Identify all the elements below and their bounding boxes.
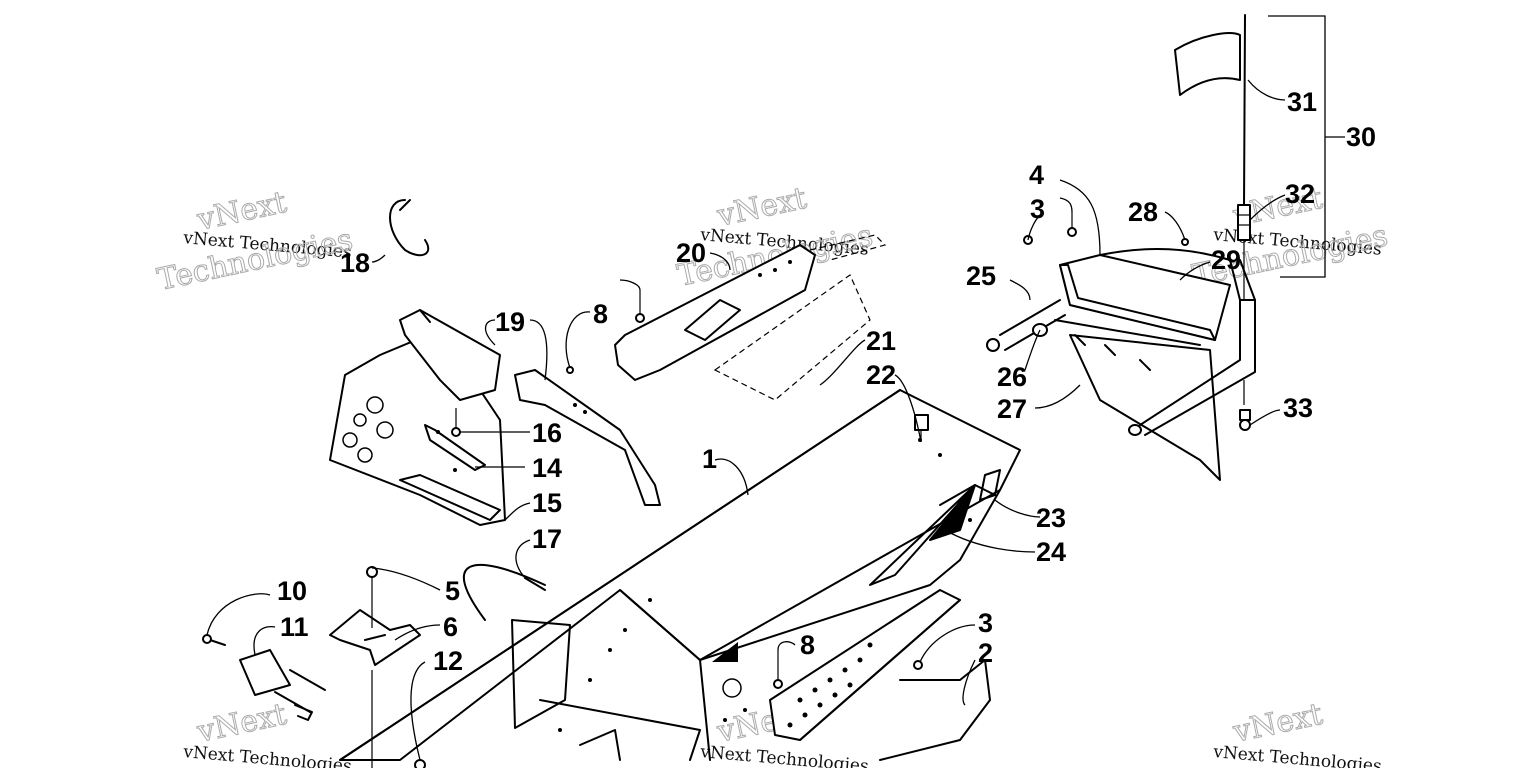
front-bracket-assembly bbox=[329, 309, 506, 526]
steering-post-bracket bbox=[514, 369, 661, 506]
fastener-part-8-upper bbox=[566, 290, 645, 374]
callout-labels: 1 2 3 3 4 5 6 8 8 10 11 12 14 15 16 17 1… bbox=[277, 87, 1376, 676]
callout-8-upper: 8 bbox=[593, 299, 608, 329]
callout-33: 33 bbox=[1283, 393, 1313, 423]
callout-14: 14 bbox=[532, 453, 562, 483]
headlight-part-11 bbox=[202, 634, 326, 721]
callout-1: 1 bbox=[702, 444, 717, 474]
safety-flag-assembly bbox=[1174, 14, 1251, 431]
callout-20: 20 bbox=[676, 238, 706, 268]
callout-8-lower: 8 bbox=[800, 630, 815, 660]
callout-12: 12 bbox=[433, 646, 463, 676]
callout-32: 32 bbox=[1285, 179, 1315, 209]
callout-3-upper: 3 bbox=[1030, 194, 1045, 224]
rear-flap-assembly bbox=[986, 247, 1256, 481]
callout-17: 17 bbox=[532, 524, 562, 554]
watermark-left-top: vNext vNext Technologies Technologies bbox=[154, 184, 356, 298]
leader-lines bbox=[206, 15, 1345, 761]
fastener-part-8-lower bbox=[773, 650, 783, 689]
panel-bracket-part-20 bbox=[614, 234, 887, 401]
callout-26: 26 bbox=[997, 362, 1027, 392]
callout-19: 19 bbox=[495, 307, 525, 337]
fastener-part-3-lower bbox=[913, 660, 923, 670]
callout-23: 23 bbox=[1036, 503, 1066, 533]
callout-22: 22 bbox=[866, 360, 896, 390]
svg-text:vNext Technologies: vNext Technologies bbox=[699, 742, 870, 768]
callout-27: 27 bbox=[997, 394, 1027, 424]
cable-part-17 bbox=[463, 563, 546, 621]
tunnel-part-1 bbox=[339, 389, 1021, 761]
callout-30: 30 bbox=[1346, 122, 1376, 152]
svg-text:vNext: vNext bbox=[713, 181, 809, 234]
clamp-part-18 bbox=[389, 199, 430, 257]
callout-11: 11 bbox=[280, 612, 309, 642]
watermark-right-bottom: vNext vNext Technologies bbox=[1212, 696, 1383, 768]
callout-4: 4 bbox=[1029, 160, 1044, 190]
running-board-part-2 bbox=[769, 589, 991, 761]
svg-text:vNext: vNext bbox=[193, 697, 289, 750]
callout-2: 2 bbox=[978, 638, 993, 668]
callout-24: 24 bbox=[1036, 537, 1066, 567]
svg-text:vNext: vNext bbox=[1229, 697, 1325, 750]
fastener-part-12 bbox=[414, 759, 426, 768]
svg-text:vNext Technologies: vNext Technologies bbox=[182, 742, 353, 768]
callout-29: 29 bbox=[1211, 245, 1241, 275]
callout-5: 5 bbox=[445, 576, 460, 606]
watermark-left-bottom: vNext vNext Technologies bbox=[182, 696, 353, 768]
svg-text:vNext Technologies: vNext Technologies bbox=[1212, 742, 1383, 768]
callout-10: 10 bbox=[277, 576, 307, 606]
callout-3-lower: 3 bbox=[978, 608, 993, 638]
callout-16: 16 bbox=[532, 418, 562, 448]
callout-31: 31 bbox=[1287, 87, 1317, 117]
callout-6: 6 bbox=[443, 612, 458, 642]
bracket-part-6 bbox=[329, 566, 421, 768]
callout-15: 15 bbox=[532, 488, 562, 518]
callout-28: 28 bbox=[1128, 197, 1158, 227]
callout-25: 25 bbox=[966, 261, 996, 291]
callout-21: 21 bbox=[866, 326, 896, 356]
callout-18: 18 bbox=[340, 248, 370, 278]
